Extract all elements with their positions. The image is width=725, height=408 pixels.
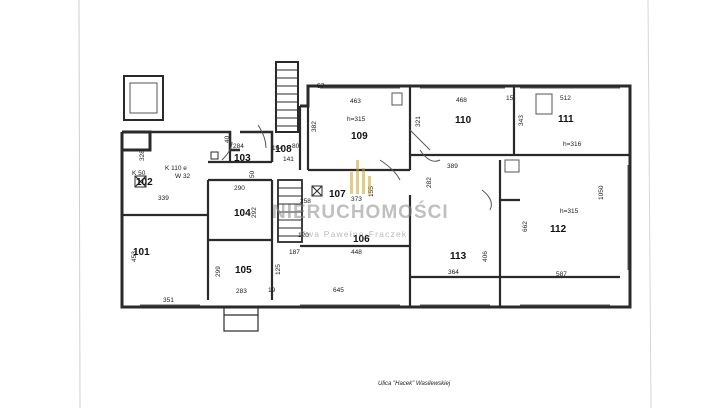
windows-and-doors — [140, 87, 629, 306]
room-113: 113 — [450, 251, 467, 262]
dim-292: 292 — [251, 207, 258, 218]
dim-258: 258 — [300, 198, 311, 205]
room-110: 110 — [455, 115, 472, 126]
dim-364: 364 — [448, 269, 459, 276]
dim-406: 406 — [482, 251, 489, 262]
dim-299: 299 — [215, 266, 222, 277]
dim-19: 19 — [268, 287, 276, 294]
dim-282: 282 — [426, 177, 433, 188]
staircase-lower — [277, 179, 303, 243]
room-103: 103 — [234, 153, 251, 164]
balcony-inner — [129, 82, 158, 114]
dim-468: 468 — [456, 97, 467, 104]
room-107: 107 — [329, 189, 346, 200]
watermark-agent: Ewa Pawełna-Fraczek — [300, 229, 407, 239]
staircase-top — [275, 61, 299, 133]
dim-389: 389 — [447, 163, 458, 170]
room-109: 109 — [351, 131, 368, 142]
dim-40: 40 — [224, 135, 231, 143]
dim-463: 463 — [350, 98, 361, 105]
dim-120: 120 — [298, 232, 309, 239]
dim-343: 343 — [518, 115, 525, 126]
dim-448: 448 — [351, 249, 362, 256]
room-106: 106 — [353, 234, 370, 245]
outer-walls — [120, 84, 632, 309]
dim-50: 50 — [249, 170, 256, 178]
dim-512: 512 — [560, 95, 571, 102]
dim-80: 80 — [292, 143, 300, 150]
dim-141: 141 — [283, 156, 294, 163]
height-111: h=316 — [563, 141, 582, 148]
dim-15: 15 — [506, 95, 514, 102]
room-105: 105 — [235, 265, 252, 276]
wall-103-top — [240, 130, 274, 162]
dim-382: 382 — [311, 121, 318, 132]
dim-373: 373 — [351, 196, 362, 203]
dim-283: 283 — [236, 288, 247, 295]
dim-351: 351 — [163, 297, 174, 304]
scan-edge-left — [78, 0, 81, 408]
dim-453: 453 — [131, 251, 138, 262]
dim-284: 284 — [233, 143, 244, 150]
label-k50: K 50 — [132, 170, 146, 177]
height-109: h=315 — [347, 116, 366, 123]
interior-walls — [122, 86, 630, 307]
dim-662: 662 — [522, 221, 529, 232]
room-102: 102 — [136, 177, 153, 188]
street-label: Ulica "Hacek" Wasilewskiej — [378, 381, 451, 387]
label-w32: W 32 — [175, 173, 191, 180]
room-112: 112 — [550, 224, 567, 235]
dim-155: 155 — [368, 186, 375, 197]
room-111: 111 — [558, 114, 574, 125]
dim-321: 321 — [415, 116, 422, 127]
height-112: h=315 — [560, 208, 579, 215]
wall-102-top — [122, 130, 240, 152]
watermark: NIERUCHOMOŚCI Ewa Pawełna-Fraczek — [272, 160, 449, 239]
dim-645: 645 — [333, 287, 344, 294]
balcony — [123, 75, 164, 121]
dim-1050: 1050 — [598, 185, 605, 200]
dim-587: 587 — [556, 271, 567, 278]
dim-57: 57 — [317, 83, 325, 90]
dim-164: 164 — [272, 145, 283, 152]
room-104: 104 — [234, 208, 251, 219]
scan-edge-right — [647, 0, 652, 408]
entrance-steps — [223, 306, 259, 332]
room-101: 101 — [133, 247, 150, 258]
dim-339: 339 — [158, 195, 169, 202]
dim-290: 290 — [234, 185, 245, 192]
room-108: 108 — [275, 144, 292, 155]
dim-328: 328 — [139, 150, 146, 161]
fixtures — [134, 151, 323, 197]
watermark-brand: NIERUCHOMOŚCI — [272, 201, 449, 223]
watermark-logo — [350, 160, 371, 194]
dim-125: 125 — [275, 264, 282, 275]
label-k110: K 110 e — [165, 165, 187, 172]
dim-187: 187 — [289, 249, 300, 256]
